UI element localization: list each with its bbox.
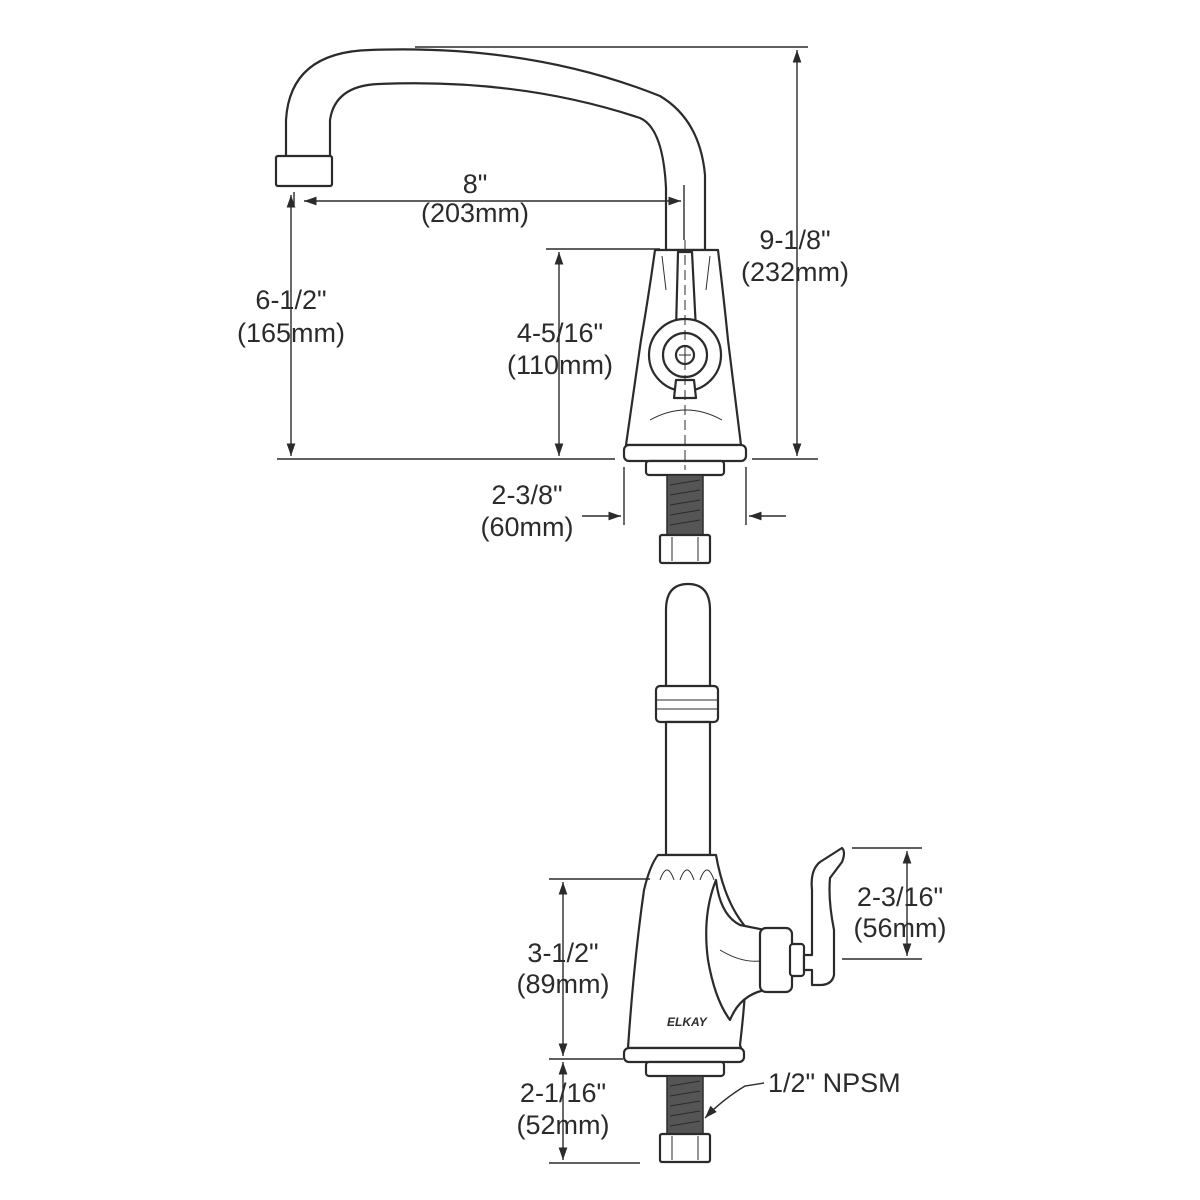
outlet-height-imperial: 6-1/2" [255, 285, 326, 315]
cartridge-nut-side [758, 926, 794, 994]
front-view-dimensions [277, 46, 818, 525]
base-width-imperial: 2-3/8" [491, 480, 562, 510]
handle-height-metric: (56mm) [854, 913, 947, 943]
overall-height-imperial: 9-1/8" [759, 225, 830, 255]
supply-connector-side [658, 1132, 712, 1164]
spout-side-tube [664, 720, 712, 857]
lever-handle-side [802, 846, 846, 987]
handle-height-imperial: 2-3/16" [857, 882, 943, 912]
aerator-tip [274, 154, 334, 188]
lever-lower-front [672, 378, 698, 400]
spout-reach-imperial: 8" [463, 169, 488, 199]
body-height-front-imperial: 4-5/16" [517, 318, 603, 348]
body-height-side-imperial: 3-1/2" [527, 938, 598, 968]
shank-length-metric: (52mm) [517, 1110, 610, 1140]
base-flange-side [622, 1046, 746, 1064]
overall-height-metric: (232mm) [741, 257, 849, 287]
shank-length-imperial: 2-1/16" [520, 1078, 606, 1108]
body-height-side-metric: (89mm) [517, 969, 610, 999]
dimension-labels: 8" (203mm) 9-1/8" (232mm) 6-1/2" (165mm)… [237, 169, 947, 1140]
body-front-detail [649, 255, 723, 421]
spout-collar [654, 684, 720, 724]
gooseneck-spout [284, 48, 707, 252]
outlet-height-metric: (165mm) [237, 318, 345, 348]
spout-side-upper [664, 582, 712, 690]
supply-connector-front [658, 533, 712, 565]
side-view-faucet: ELKAY [622, 582, 846, 1164]
body-height-front-metric: (110mm) [507, 350, 613, 380]
front-view-faucet [274, 48, 748, 565]
brand-mark: ELKAY [667, 1015, 708, 1029]
side-view-dimensions [549, 847, 922, 1164]
base-width-metric: (60mm) [481, 512, 574, 542]
base-nut-side [644, 1060, 726, 1078]
thread-spec-label: 1/2" NPSM [768, 1068, 901, 1098]
spout-reach-metric: (203mm) [421, 198, 529, 228]
